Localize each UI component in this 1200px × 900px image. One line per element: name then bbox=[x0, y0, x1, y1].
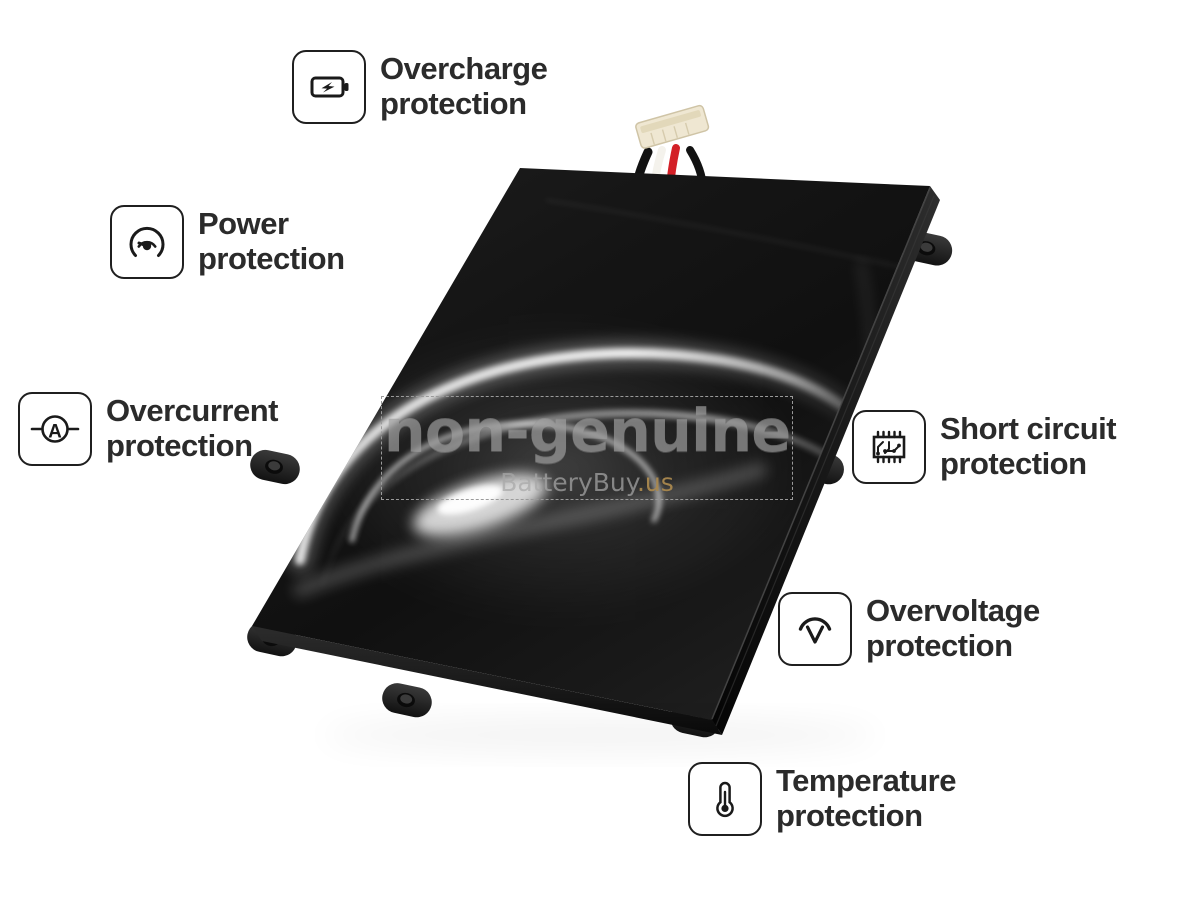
overcurrent-label-line1: Overcurrent bbox=[106, 393, 278, 429]
feature-overcurrent-protection: A Overcurrent protection bbox=[18, 392, 278, 466]
overcharge-label-line1: Overcharge bbox=[380, 51, 548, 87]
short-circuit-icon-box bbox=[852, 410, 926, 484]
feature-overvoltage-protection: Overvoltage protection bbox=[778, 592, 1040, 666]
watermark-main-text: non-genuine bbox=[383, 396, 792, 465]
watermark-site-tld: .us bbox=[636, 468, 674, 497]
svg-text:A: A bbox=[48, 422, 62, 443]
ammeter-icon: A bbox=[30, 415, 80, 443]
battery-bolt-icon bbox=[310, 76, 349, 98]
watermark-site-name: BatteryBuy bbox=[500, 468, 637, 497]
feature-short-circuit-protection: Short circuit protection bbox=[852, 410, 1117, 484]
temperature-label: Temperature protection bbox=[776, 763, 957, 833]
short-circuit-label: Short circuit protection bbox=[940, 411, 1117, 481]
power-icon-box bbox=[110, 205, 184, 279]
gauge-icon bbox=[129, 226, 165, 257]
short-circuit-label-line1: Short circuit bbox=[940, 411, 1117, 447]
feature-power-protection: Power protection bbox=[110, 205, 345, 279]
temperature-label-line2: protection bbox=[776, 798, 923, 833]
watermark-site-text: BatteryBuy.us bbox=[500, 470, 674, 495]
overvoltage-label: Overvoltage protection bbox=[866, 593, 1040, 663]
power-label-line1: Power bbox=[198, 206, 289, 242]
power-label: Power protection bbox=[198, 206, 345, 276]
overvoltage-icon-box bbox=[778, 592, 852, 666]
temperature-label-line1: Temperature bbox=[776, 763, 957, 799]
chip-icon bbox=[872, 430, 906, 464]
voltmeter-arc-icon bbox=[798, 617, 832, 644]
temperature-icon-box bbox=[688, 762, 762, 836]
watermark: non-genuine BatteryBuy.us bbox=[381, 396, 793, 500]
power-label-line2: protection bbox=[198, 241, 345, 276]
short-circuit-label-line2: protection bbox=[940, 446, 1087, 481]
overvoltage-label-line2: protection bbox=[866, 628, 1013, 663]
battery-connector-cable bbox=[631, 104, 710, 221]
overcharge-icon-box bbox=[292, 50, 366, 124]
thermometer-icon bbox=[716, 781, 734, 818]
overcurrent-label: Overcurrent protection bbox=[106, 393, 278, 463]
battery-gloss-highlights bbox=[287, 198, 918, 620]
overcurrent-icon-box: A bbox=[18, 392, 92, 466]
overcharge-label-line2: protection bbox=[380, 86, 527, 121]
overcharge-label: Overcharge protection bbox=[380, 51, 548, 121]
battery-bottom-edge bbox=[252, 626, 722, 735]
overcurrent-label-line2: protection bbox=[106, 428, 253, 463]
overvoltage-label-line1: Overvoltage bbox=[866, 593, 1040, 629]
feature-overcharge-protection: Overcharge protection bbox=[292, 50, 548, 124]
feature-temperature-protection: Temperature protection bbox=[688, 762, 957, 836]
